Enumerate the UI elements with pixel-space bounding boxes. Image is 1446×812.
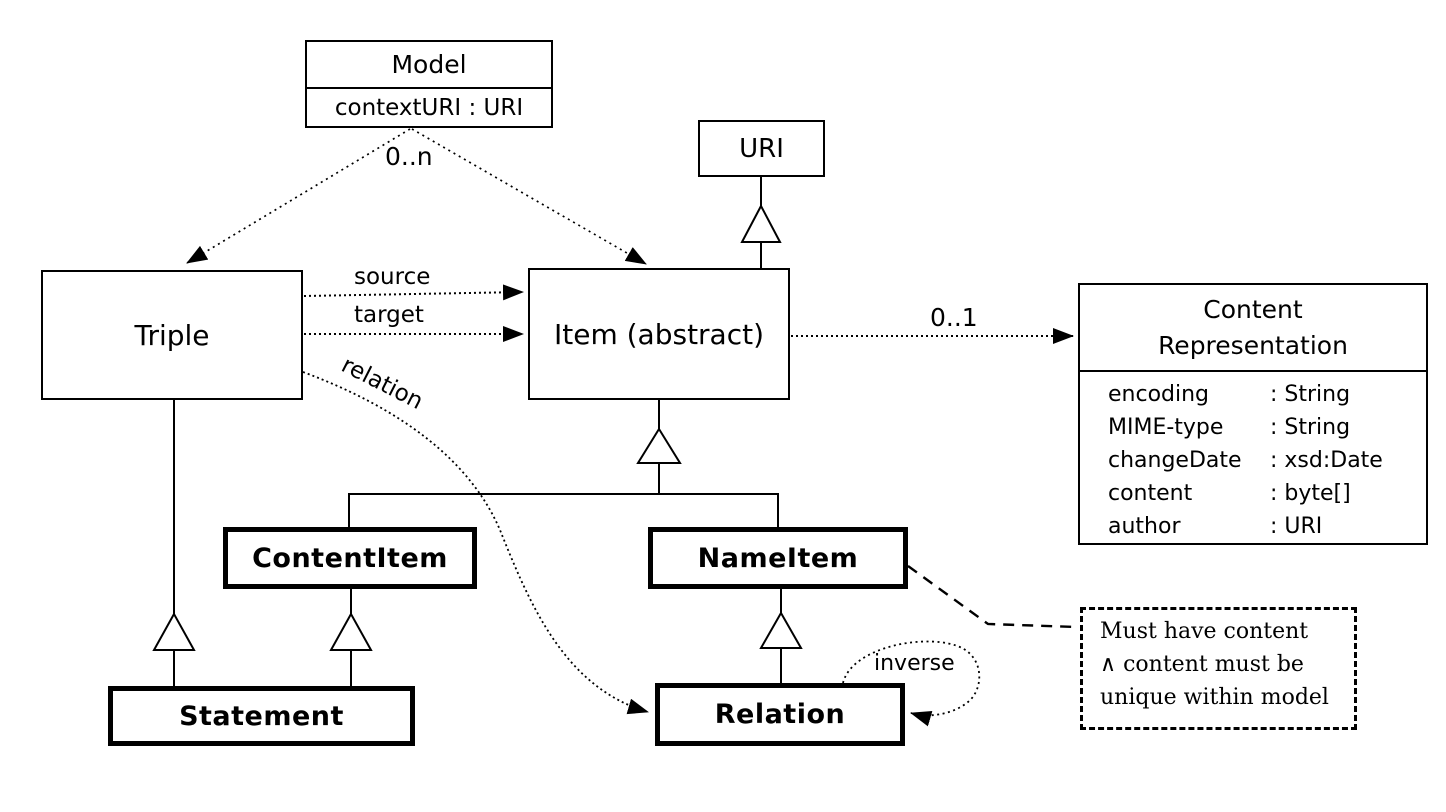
note-line: unique within model bbox=[1100, 685, 1329, 710]
attribute-row: changeDate : xsd:Date bbox=[1108, 444, 1426, 477]
class-content-representation-name: Content Representation bbox=[1080, 285, 1426, 372]
class-relation: Relation bbox=[655, 683, 905, 746]
class-statement: Statement bbox=[108, 686, 415, 746]
attribute-row: encoding : String bbox=[1108, 378, 1426, 411]
class-model-attribute: contextURI : URI bbox=[334, 94, 524, 121]
attribute-row: author : URI bbox=[1108, 510, 1426, 543]
note-line: ∧ content must be bbox=[1100, 652, 1304, 677]
class-uri: URI bbox=[698, 120, 825, 177]
edge-label-inverse: inverse bbox=[874, 651, 955, 676]
attribute-name: changeDate bbox=[1108, 448, 1242, 473]
attribute-row: MIME-type : String bbox=[1108, 411, 1426, 444]
attribute-type: : xsd:Date bbox=[1270, 448, 1383, 473]
class-relation-name: Relation bbox=[714, 699, 846, 730]
multiplicity-label-model-items: 0..n bbox=[385, 142, 433, 171]
edge-model-to-item bbox=[411, 128, 647, 265]
edge-statement-generalizes-contentitem bbox=[329, 589, 373, 686]
class-model: Model contextURI : URI bbox=[305, 40, 553, 128]
edge-label-target: target bbox=[354, 302, 424, 328]
attribute-name: content bbox=[1108, 481, 1193, 506]
class-model-name: Model bbox=[307, 42, 551, 89]
attribute-name: encoding bbox=[1108, 382, 1210, 407]
class-item: Item (abstract) bbox=[528, 268, 790, 400]
class-content-representation: Content Representation encoding : String… bbox=[1078, 283, 1428, 545]
multiplicity-label-content-rep: 0..1 bbox=[930, 303, 978, 332]
edge-nameitem-to-note bbox=[907, 565, 1079, 629]
class-nameitem-name: NameItem bbox=[697, 542, 859, 574]
edge-source bbox=[303, 284, 524, 301]
attribute-name: MIME-type bbox=[1108, 415, 1224, 440]
attribute-name: author bbox=[1108, 514, 1181, 539]
class-triple: Triple bbox=[41, 270, 303, 400]
class-content-representation-name-line1: Content bbox=[1203, 294, 1303, 324]
edge-statement-generalizes-triple bbox=[152, 400, 196, 686]
attribute-type: : URI bbox=[1270, 514, 1323, 539]
class-item-name: Item (abstract) bbox=[553, 317, 765, 351]
edge-relation-generalizes-nameitem bbox=[759, 589, 803, 683]
edge-label-source: source bbox=[354, 264, 431, 290]
class-content-representation-attributes: encoding : String MIME-type : String cha… bbox=[1080, 372, 1426, 543]
class-nameitem: NameItem bbox=[648, 527, 908, 589]
class-contentitem-name: ContentItem bbox=[252, 542, 448, 574]
class-content-representation-name-line2: Representation bbox=[1158, 330, 1348, 360]
edge-relation bbox=[302, 371, 649, 715]
constraint-note: Must have content ∧ content must be uniq… bbox=[1080, 607, 1357, 730]
class-uri-name: URI bbox=[739, 133, 784, 164]
class-contentitem: ContentItem bbox=[223, 527, 477, 589]
class-statement-name: Statement bbox=[179, 700, 344, 732]
class-triple-name: Triple bbox=[134, 318, 210, 352]
attribute-type: : String bbox=[1270, 382, 1351, 407]
attribute-type: : byte[] bbox=[1270, 481, 1351, 506]
edge-model-to-triple bbox=[186, 128, 411, 264]
edge-item-generalizes-uri bbox=[740, 175, 782, 268]
note-line: Must have content bbox=[1100, 619, 1309, 644]
edge-item-children-generalization bbox=[348, 400, 779, 527]
attribute-row: content : byte[] bbox=[1108, 477, 1426, 510]
attribute-type: : String bbox=[1270, 415, 1351, 440]
